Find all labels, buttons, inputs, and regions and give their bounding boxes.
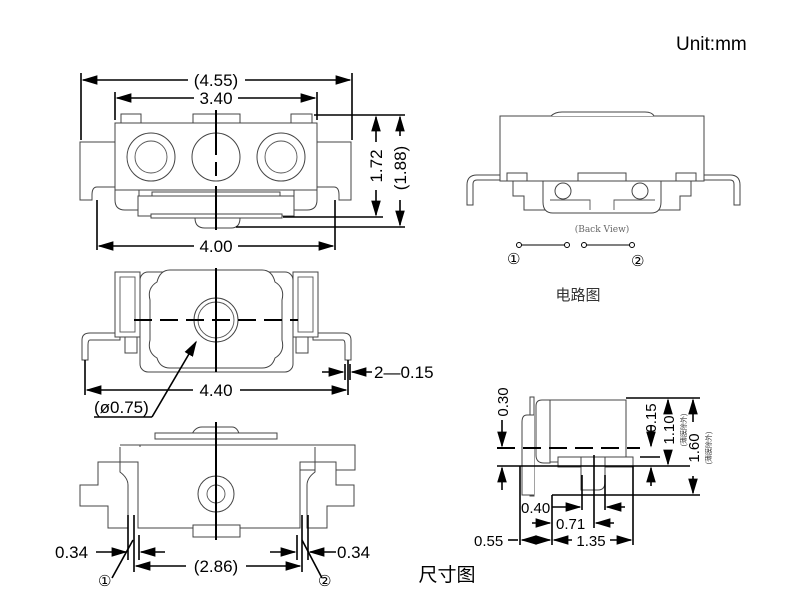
led-left: [126, 132, 176, 182]
bottom-view: 0.34 0.34 (2.86) ① ②: [55, 422, 370, 590]
dim-depth: 1.35: [576, 533, 605, 550]
dim-top-offset: 0.30: [495, 387, 512, 416]
left-tab: [79, 141, 116, 201]
dim-overall-width: (4.55): [194, 71, 238, 90]
dim-actuator-diameter: (ø0.75): [94, 398, 149, 417]
circuit-diagram: ① ②: [507, 242, 644, 270]
dim-terminal-span: 4.40: [199, 381, 232, 400]
dim-pad-spacing: (2.86): [194, 557, 238, 576]
dim-right-pad: 0.34: [337, 543, 370, 562]
dim-left-offset: 0.55: [474, 533, 503, 550]
back-view-caption: (Back View): [575, 224, 630, 235]
dim-height: 1.72: [367, 149, 386, 182]
top-view: (4.55) 3.40 1.72 (1.88) 4.00: [79, 71, 410, 256]
dim-base-width: 4.00: [199, 237, 232, 256]
top-tab: [290, 113, 313, 124]
terminal-left: [81, 332, 121, 361]
back-body: [499, 115, 705, 182]
dim-height-excl-film: 1.10: [661, 415, 678, 444]
back-view: (Back View) ① ② 电路图: [466, 111, 741, 304]
film-note: (薄膜除外): [679, 414, 688, 447]
dim-terminal-thickness: 2—0.15: [374, 363, 434, 382]
dim-height-ref: (1.88): [391, 146, 410, 190]
footer-title: 尺寸图: [418, 564, 475, 586]
pin-label-2: ②: [318, 573, 331, 590]
dim-left-pad: 0.34: [55, 543, 88, 562]
pin-label-1: ①: [98, 573, 111, 590]
film-note: (薄膜除外): [704, 432, 713, 465]
side-view: 0.30 0.15 1.10 (薄膜除外) 1.60 (薄膜除外) 0.40 0…: [474, 387, 713, 550]
side-body: [549, 399, 627, 463]
dim-height-total: 1.60: [686, 433, 703, 462]
terminal-right: [312, 332, 352, 361]
dim-body-width: 3.40: [199, 89, 232, 108]
right-tab: [315, 141, 352, 201]
led-right: [256, 132, 306, 182]
circuit-pin-2: ②: [631, 253, 644, 270]
front-view: 4.40 2—0.15 (ø0.75): [81, 268, 434, 418]
dim-offset-a: 0.71: [556, 516, 585, 533]
dim-actuator-width: 0.40: [521, 500, 550, 517]
unit-label: Unit:mm: [676, 34, 747, 55]
top-tab: [120, 113, 142, 124]
circuit-pin-1: ①: [507, 251, 520, 268]
dim-stroke: 0.15: [643, 403, 660, 432]
circuit-title: 电路图: [555, 286, 600, 304]
